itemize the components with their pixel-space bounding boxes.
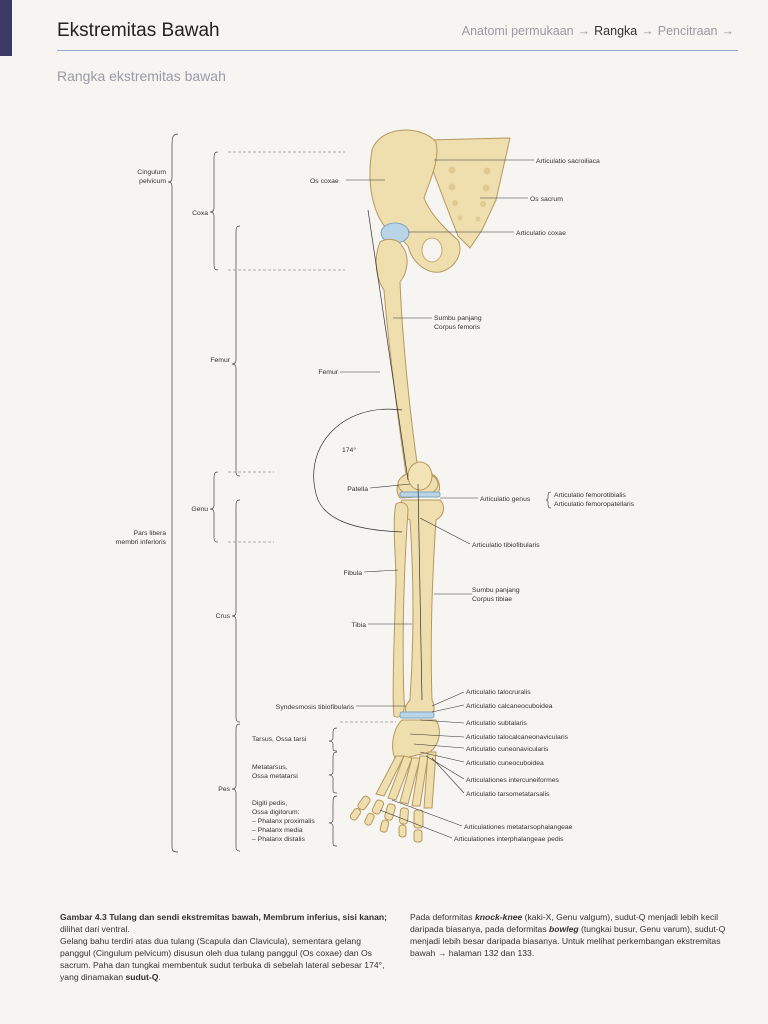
caption-end: . bbox=[158, 972, 161, 982]
label-pars-2: membri inferioris bbox=[116, 539, 167, 546]
note-term-bowleg: bowleg bbox=[549, 924, 579, 934]
q-angle-arc bbox=[313, 408, 403, 533]
label-cuneonavicularis: Articulatio cuneonavicularis bbox=[466, 746, 549, 753]
sacrum-bone bbox=[427, 137, 511, 249]
left-brackets bbox=[167, 133, 338, 853]
phalanx-bones bbox=[349, 795, 424, 843]
leader-lines bbox=[340, 159, 534, 839]
note-text-2: (kaki-X, Genu valgum), sudut-Q menjadi l… bbox=[410, 912, 719, 934]
label-tibia: Tibia bbox=[352, 622, 367, 629]
label-phalanx-proximalis: – Phalanx proximalis bbox=[252, 818, 315, 825]
label-cuneocuboidea: Articulatio cuneocuboidea bbox=[466, 760, 544, 767]
femur-bone bbox=[375, 238, 440, 499]
caption-title: Tulang dan sendi ekstremitas bawah, Memb… bbox=[109, 912, 387, 922]
label-angle: 174° bbox=[342, 446, 356, 454]
label-femoropatellaris: Articulatio femoropatellaris bbox=[554, 501, 635, 508]
label-sumbu-femoris: Sumbu panjang bbox=[434, 315, 482, 322]
label-genus: Articulatio genus bbox=[480, 496, 531, 503]
label-subtalaris: Articulatio subtalaris bbox=[466, 720, 527, 727]
fibula-bone bbox=[392, 501, 409, 718]
label-os-coxae: Os coxae bbox=[310, 178, 339, 185]
label-metatarsophalangeae: Articulationes metatarsophalangeae bbox=[464, 824, 573, 831]
label-fibula: Fibula bbox=[343, 570, 362, 577]
dashed-guides bbox=[228, 151, 396, 723]
ankle-cartilage bbox=[399, 711, 435, 719]
patella-bone bbox=[407, 461, 433, 491]
nav-link-rangka[interactable]: Rangka bbox=[594, 24, 638, 38]
label-tibiofibularis: Articulatio tibiofibularis bbox=[472, 542, 540, 549]
bones-illustration bbox=[349, 129, 511, 843]
label-cingulum-2: pelvicum bbox=[139, 178, 166, 185]
caption-view: dilihat dari ventral. bbox=[60, 924, 130, 934]
label-femur-group: Femur bbox=[210, 357, 230, 364]
axis-lines bbox=[313, 209, 423, 701]
caption-term: sudut-Q bbox=[125, 972, 159, 982]
label-phalanx-media: – Phalanx media bbox=[252, 827, 303, 834]
label-talocruralis: Articulatio talocruralis bbox=[466, 689, 531, 696]
label-syndesmosis: Syndesmosis tibiofibularis bbox=[276, 704, 355, 711]
label-interphalangeae: Articulationes interphalangeae pedis bbox=[454, 836, 564, 843]
label-tarsometatarsalis: Articulatio tarsometatarsalis bbox=[466, 791, 550, 798]
note-text-3: (tungkai busur, Genu varum), sudut-Q men… bbox=[410, 924, 726, 958]
label-pes: Pes bbox=[218, 786, 230, 793]
label-sumbu-tibiae: Sumbu panjang bbox=[472, 587, 520, 594]
nav-arrow-icon: → bbox=[577, 24, 591, 38]
section-subtitle: Rangka ekstremitas bawah bbox=[57, 68, 226, 84]
note-term-knock-knee: knock-knee bbox=[474, 912, 523, 922]
section-nav: Anatomi permukaan→Rangka→Pencitraan→ bbox=[462, 24, 738, 38]
label-sacroiliaca: Articulatio sacroiliaca bbox=[536, 158, 600, 165]
label-genu: Genu bbox=[191, 506, 208, 513]
label-phalanx-distalis: – Phalanx distalis bbox=[252, 836, 305, 843]
label-intercuneiformes: Articulationes intercuneiformes bbox=[466, 777, 560, 784]
caption-figure-number: Gambar 4.3 bbox=[60, 912, 107, 922]
label-talocalcaneonavicularis: Articulatio talocalcaneonavicularis bbox=[466, 734, 569, 741]
nav-link-anatomi[interactable]: Anatomi permukaan bbox=[461, 24, 574, 38]
label-coxa: Coxa bbox=[192, 210, 208, 217]
chapter-tab bbox=[0, 0, 12, 56]
figure-caption: Gambar 4.3 Tulang dan sendi ekstremitas … bbox=[60, 911, 392, 983]
skeleton-figure: Cingulum pelvicum Coxa Femur Genu Pars l… bbox=[116, 129, 635, 853]
note-text-1: Pada deformitas bbox=[410, 912, 475, 922]
label-femorotibialis: Articulatio femorotibialis bbox=[554, 492, 626, 499]
nav-arrow-icon: → bbox=[641, 24, 654, 38]
label-sumbu-tibiae-2: Corpus tibiae bbox=[472, 596, 512, 603]
label-digiti: Digiti pedis, bbox=[252, 800, 287, 807]
label-metatarsus: Metatarsus, bbox=[252, 764, 288, 771]
label-sacrum: Os sacrum bbox=[530, 196, 563, 203]
label-femur: Femur bbox=[318, 369, 338, 376]
genus-brace bbox=[545, 491, 552, 509]
caption-body: Gelang bahu terdiri atas dua tulang (Sca… bbox=[60, 936, 385, 982]
label-patella: Patella bbox=[347, 486, 368, 493]
nav-link-pencitraan[interactable]: Pencitraan bbox=[657, 24, 718, 38]
clinical-note: Pada deformitas knock-knee (kaki-X, Genu… bbox=[410, 911, 742, 959]
label-metatarsus-2: Ossa metatarsi bbox=[252, 773, 298, 780]
nav-arrow-icon: → bbox=[721, 24, 735, 38]
knee-cartilage bbox=[399, 491, 441, 498]
label-calcaneocuboidea: Articulatio calcaneocuboidea bbox=[466, 703, 553, 710]
label-pars: Pars libera bbox=[134, 530, 167, 537]
header-divider bbox=[57, 50, 738, 51]
label-crus: Crus bbox=[216, 613, 231, 620]
label-tarsus: Tarsus, Ossa tarsi bbox=[252, 736, 307, 743]
metatarsal-bones bbox=[375, 751, 437, 809]
label-cingulum: Cingulum bbox=[137, 169, 166, 176]
label-digiti-2: Ossa digitorum: bbox=[252, 809, 300, 816]
page-title: Ekstremitas Bawah bbox=[57, 20, 220, 41]
label-art-coxae: Articulatio coxae bbox=[516, 230, 566, 237]
label-sumbu-femoris-2: Corpus femoris bbox=[434, 324, 481, 331]
